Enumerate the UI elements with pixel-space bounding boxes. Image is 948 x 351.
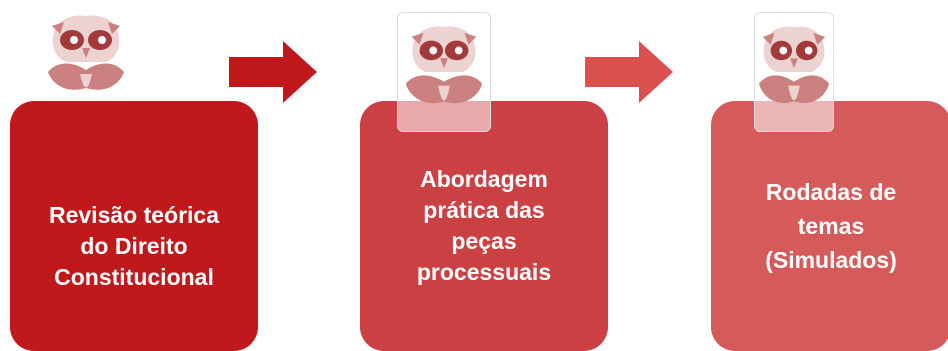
step-1-box: Revisão teórica do Direito Constituciona… — [10, 101, 258, 351]
step-2-label: Abordagem prática das peças processuais — [416, 166, 552, 285]
arrow-right-icon — [229, 41, 317, 103]
owl-icon — [397, 12, 491, 132]
step-3-label: Rodadas de temas (Simulados) — [765, 179, 897, 273]
arrow-right-icon — [585, 41, 673, 103]
step-1-label: Revisão teórica do Direito Constituciona… — [48, 201, 220, 290]
step-2-box: Abordagem prática das peças processuais — [360, 101, 608, 351]
step-3-box: Rodadas de temas (Simulados) — [711, 101, 948, 351]
owl-icon — [754, 12, 834, 132]
owl-icon — [48, 15, 124, 90]
